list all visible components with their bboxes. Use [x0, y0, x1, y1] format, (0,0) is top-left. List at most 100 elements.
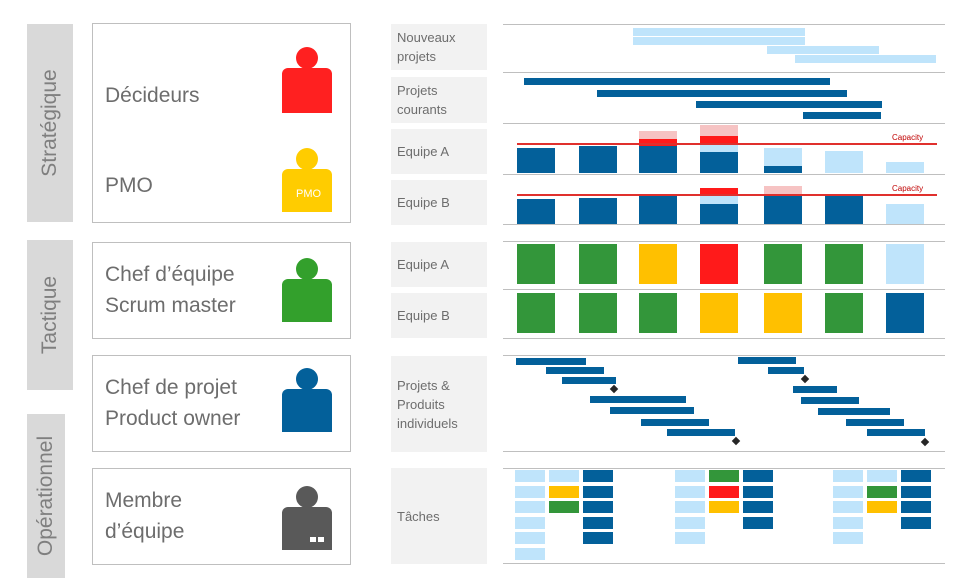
- team-a-load: [639, 146, 677, 173]
- project-task-bar: [516, 358, 586, 365]
- row-divider: [503, 241, 945, 242]
- task-card: [675, 470, 705, 482]
- project-task-bar: [610, 407, 694, 414]
- role-pmo: PMO: [105, 174, 153, 197]
- current-project-bar: [524, 78, 830, 85]
- milestone-icon: [609, 384, 619, 394]
- new-project-bar: [633, 28, 805, 36]
- task-card: [583, 470, 613, 482]
- task-card: [743, 516, 773, 529]
- team-b-load: [825, 196, 863, 224]
- row-label-equipe-b: Equipe B: [391, 180, 487, 225]
- role-chef-equipe-line2: Scrum master: [105, 294, 236, 317]
- row-divider: [503, 289, 945, 290]
- team-b-new-load: [886, 204, 924, 224]
- milestone-icon: [800, 374, 810, 384]
- membre-badge-icon: [310, 537, 316, 542]
- equipe-a-status-5: [764, 244, 802, 284]
- task-card: [583, 485, 613, 498]
- equipe-b-status-4: [700, 293, 738, 333]
- task-card: [867, 470, 897, 482]
- role-box-tactical: Chef d’équipe Scrum master: [92, 242, 351, 339]
- equipe-a-status-2: [579, 244, 617, 284]
- level-band-tactical: Tactique: [27, 240, 73, 390]
- row-label-taches: Tâches: [391, 468, 487, 564]
- team-b-load: [579, 198, 617, 224]
- project-task-bar: [546, 367, 604, 374]
- task-card: [743, 470, 773, 482]
- row-divider: [503, 563, 945, 564]
- task-card: [901, 516, 931, 529]
- row-label-equipe-a: Equipe A: [391, 129, 487, 174]
- equipe-b-status-6: [825, 293, 863, 333]
- team-a-overload: [700, 136, 738, 145]
- decideur-head-icon: [296, 47, 318, 69]
- task-card: [901, 501, 931, 513]
- pmo-body-icon: PMO: [282, 169, 332, 212]
- decideur-body-icon: [282, 68, 332, 113]
- level-label-operational: Opérationnel: [34, 435, 57, 557]
- chef-projet-body-icon: [282, 389, 332, 432]
- equipe-b-status-1: [517, 293, 555, 333]
- task-card: [901, 485, 931, 498]
- team-a-new-load: [700, 145, 738, 152]
- team-a-overload: [700, 125, 738, 136]
- project-task-bar: [768, 367, 804, 374]
- role-box-project: Chef de projet Product owner: [92, 355, 351, 452]
- role-membre-line1: Membre: [105, 489, 183, 512]
- task-card: [675, 516, 705, 529]
- task-card: [515, 532, 545, 544]
- row-divider: [503, 72, 945, 73]
- equipe-a-status-3: [639, 244, 677, 284]
- role-chef-equipe-line1: Chef d’équipe: [105, 263, 235, 286]
- project-task-bar: [801, 397, 859, 404]
- team-a-new-load: [825, 151, 863, 173]
- task-card: [515, 485, 545, 498]
- team-b-capacity-label: Capacity: [892, 184, 924, 193]
- milestone-icon: [731, 436, 741, 446]
- equipe-a-status-7: [886, 244, 924, 284]
- task-card: [675, 485, 705, 498]
- row-label-tactical-equipe-b: Equipe B: [391, 293, 487, 338]
- equipe-b-status-5: [764, 293, 802, 333]
- project-task-bar: [793, 386, 837, 393]
- team-b-load: [700, 204, 738, 224]
- equipe-b-status-7: [886, 293, 924, 333]
- task-card: [549, 501, 579, 513]
- row-divider: [503, 451, 945, 452]
- task-card: [549, 485, 579, 498]
- project-task-bar: [562, 377, 616, 384]
- chef-projet-head-icon: [296, 368, 318, 390]
- task-card: [833, 532, 863, 544]
- task-card: [549, 470, 579, 482]
- team-a-load: [579, 146, 617, 173]
- task-card: [833, 470, 863, 482]
- role-chef-projet-line1: Chef de projet: [105, 376, 237, 399]
- task-card: [743, 485, 773, 498]
- row-divider: [503, 338, 945, 339]
- role-box-member: Membre d’équipe: [92, 468, 351, 565]
- task-card: [515, 516, 545, 529]
- level-label-strategic: Stratégique: [38, 69, 61, 177]
- team-a-new-load: [764, 148, 802, 166]
- task-card: [709, 470, 739, 482]
- role-box-strategic: Décideurs PMO PMO: [92, 23, 351, 223]
- level-label-tactical: Tactique: [38, 275, 61, 355]
- role-membre-line2: d’équipe: [105, 520, 185, 543]
- project-task-bar: [667, 429, 735, 436]
- role-chef-projet-line2: Product owner: [105, 407, 241, 430]
- team-b-overload: [700, 188, 738, 196]
- task-card: [901, 470, 931, 482]
- task-card: [709, 485, 739, 498]
- chef-equipe-body-icon: [282, 279, 332, 322]
- team-b-new-load: [700, 196, 738, 204]
- team-b-load: [517, 199, 555, 224]
- team-a-new-load: [886, 162, 924, 173]
- equipe-b-status-3: [639, 293, 677, 333]
- task-card: [675, 532, 705, 544]
- row-label-tactical-equipe-a: Equipe A: [391, 242, 487, 287]
- equipe-b-status-2: [579, 293, 617, 333]
- task-card: [675, 501, 705, 513]
- project-task-bar: [590, 396, 686, 403]
- task-card: [583, 501, 613, 513]
